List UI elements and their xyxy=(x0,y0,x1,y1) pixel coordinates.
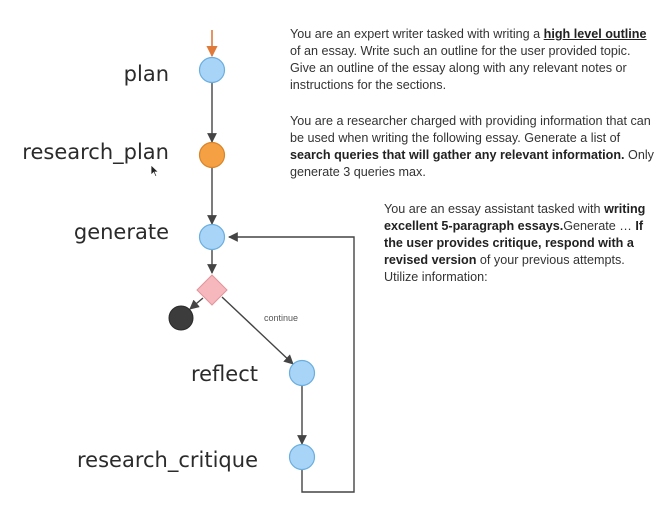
node-end[interactable] xyxy=(168,305,194,331)
mouse-cursor-icon xyxy=(150,164,160,178)
edge-research-critique-to-generate xyxy=(228,232,355,493)
edge-decision-to-reflect xyxy=(221,296,294,365)
prompt-plan: You are an expert writer tasked with wri… xyxy=(290,26,654,94)
label-generate: generate xyxy=(74,220,169,244)
node-reflect[interactable] xyxy=(288,359,316,387)
prompt-research-plan-bold-1: search queries that will gather any rele… xyxy=(290,148,625,162)
prompt-research-plan-text-1: You are a researcher charged with provid… xyxy=(290,114,651,145)
prompt-generate: You are an essay assistant tasked with w… xyxy=(384,201,656,286)
prompt-plan-bold-1: high level outline xyxy=(543,27,647,41)
prompt-plan-text-1: You are an expert writer tasked with wri… xyxy=(290,27,544,41)
prompt-generate-text-3: of your previous attempts. Utilize infor… xyxy=(384,253,625,284)
label-research-plan: research_plan xyxy=(22,140,169,165)
edge-label-continue: continue xyxy=(264,313,298,323)
prompt-research-plan-text-2: Only generate 3 queries max. xyxy=(290,148,654,179)
prompt-generate-bold-2: If the user provides critique, respond w… xyxy=(384,219,644,267)
prompt-generate-text-2: Generate … xyxy=(563,219,636,233)
prompt-research-plan: You are a researcher charged with provid… xyxy=(290,113,654,181)
label-reflect: reflect xyxy=(191,362,258,386)
prompt-generate-text-1: You are an essay assistant tasked with xyxy=(384,202,605,216)
prompt-generate-bold-1: writing excellent 5-paragraph essays. xyxy=(384,202,646,233)
node-decision[interactable] xyxy=(196,274,228,306)
node-generate[interactable] xyxy=(198,223,226,251)
node-research-critique[interactable] xyxy=(288,443,316,471)
label-research-critique: research_critique xyxy=(77,448,258,473)
label-plan: plan xyxy=(124,62,169,86)
node-research-plan[interactable] xyxy=(198,141,226,169)
prompt-plan-text-2: of an essay. Write such an outline for t… xyxy=(290,44,631,92)
node-plan[interactable] xyxy=(198,56,226,84)
edge-decision-to-end xyxy=(189,297,204,310)
